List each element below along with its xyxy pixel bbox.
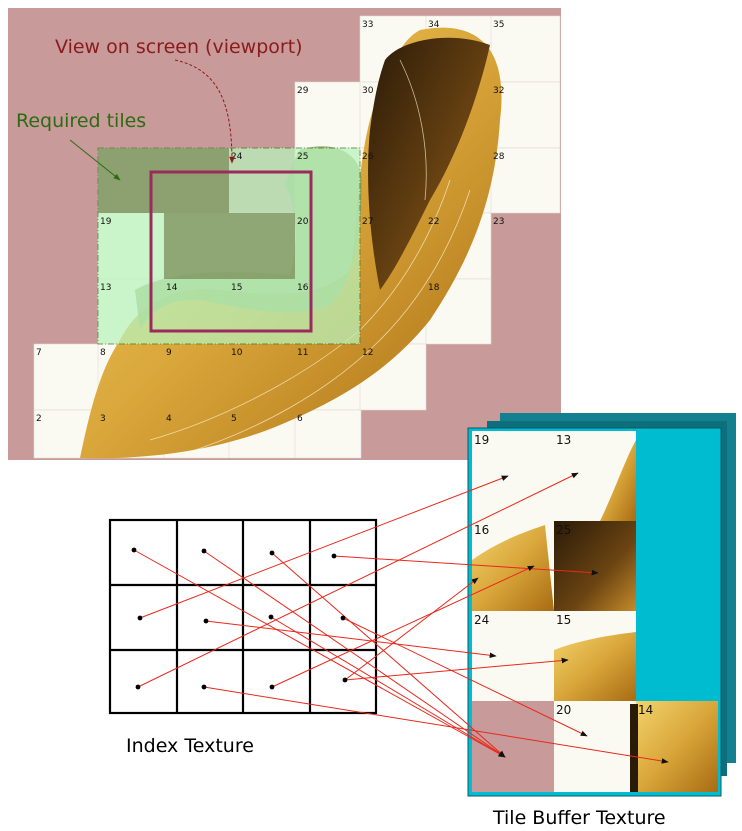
tile-number: 9 xyxy=(166,348,172,358)
terrain-map: 2 3 4 5 6 7 8 9 10 11 12 13 14 15 16 18 … xyxy=(8,8,561,460)
tile-numbers: 2 3 4 5 6 7 8 9 10 11 12 13 14 15 16 18 … xyxy=(36,20,505,424)
buffer-tile-numbers: 19 13 16 25 24 15 20 14 xyxy=(474,433,653,717)
tile-number: 15 xyxy=(231,283,242,293)
tile-number: 14 xyxy=(166,283,178,293)
tile-number: 10 xyxy=(231,348,243,358)
tile-number: 32 xyxy=(493,86,504,96)
required-tiles-callout-arrow xyxy=(69,139,121,181)
viewport-label: View on screen (viewport) xyxy=(55,36,303,58)
tile-number: 4 xyxy=(166,414,172,424)
tile-number: 12 xyxy=(362,348,373,358)
tile-number: 11 xyxy=(297,348,308,358)
tile-number: 33 xyxy=(362,20,373,30)
tile-number: 16 xyxy=(297,283,309,293)
tile-number: 34 xyxy=(428,20,440,30)
tile-number: 5 xyxy=(231,414,237,424)
tile-number: 23 xyxy=(493,217,504,227)
buffer-tile-number: 13 xyxy=(556,433,571,447)
tile-buffer-caption: Tile Buffer Texture xyxy=(492,807,666,829)
tile-number: 26 xyxy=(362,152,374,162)
mapping-arrow xyxy=(203,550,506,758)
tile-number: 35 xyxy=(493,20,504,30)
tile-number: 20 xyxy=(297,217,309,227)
tile-number: 24 xyxy=(231,152,243,162)
mapping-arrow xyxy=(333,555,599,576)
tile-buffer-texture: 19 13 16 25 24 15 20 14 xyxy=(467,413,736,797)
tile-number: 25 xyxy=(297,152,308,162)
tile-number: 3 xyxy=(100,414,106,424)
dark-channel xyxy=(368,37,490,291)
buffer-tile-number: 20 xyxy=(556,703,571,717)
mapping-arrow xyxy=(270,616,506,758)
buffer-tile-number: 16 xyxy=(474,523,489,537)
index-cell-dots xyxy=(131,547,348,690)
tile-number: 8 xyxy=(100,348,106,358)
buffer-tile-number: 25 xyxy=(556,523,571,537)
viewport-callout-arrow xyxy=(174,59,235,164)
buffer-tiles xyxy=(472,431,718,792)
tile-number: 6 xyxy=(297,414,303,424)
mapping-arrow xyxy=(205,620,497,659)
mapping-arrow xyxy=(344,577,479,681)
required-core-tiles xyxy=(98,148,295,279)
tile-number: 30 xyxy=(362,86,374,96)
mapping-arrow xyxy=(203,686,669,764)
tile-number: 27 xyxy=(362,217,373,227)
tile-number: 19 xyxy=(100,217,112,227)
tile-number: 29 xyxy=(297,86,309,96)
index-texture-caption: Index Texture xyxy=(126,735,254,757)
buffer-tile-number: 15 xyxy=(556,613,571,627)
mapping-arrow xyxy=(344,657,569,681)
mapping-arrow xyxy=(133,549,506,758)
tile-number: 7 xyxy=(36,348,42,358)
required-tiles-label: Required tiles xyxy=(16,110,146,132)
mapping-arrow xyxy=(271,565,535,688)
tile-number: 22 xyxy=(428,217,439,227)
mapping-arrow xyxy=(137,472,579,688)
viewport-rectangle xyxy=(149,170,313,333)
tile-number: 28 xyxy=(493,152,505,162)
mapping-arrow xyxy=(271,552,506,758)
tile-number: 18 xyxy=(428,283,440,293)
tile-number: 2 xyxy=(36,414,42,424)
buffer-tile-number: 19 xyxy=(474,433,489,447)
mapping-arrow xyxy=(342,617,588,737)
tile-number: 13 xyxy=(100,283,111,293)
index-mapping-arrows xyxy=(133,472,669,764)
mapping-arrow xyxy=(139,475,509,619)
index-texture-grid xyxy=(108,518,378,715)
buffer-tile-number: 14 xyxy=(638,703,653,717)
buffer-tile-number: 24 xyxy=(474,613,489,627)
